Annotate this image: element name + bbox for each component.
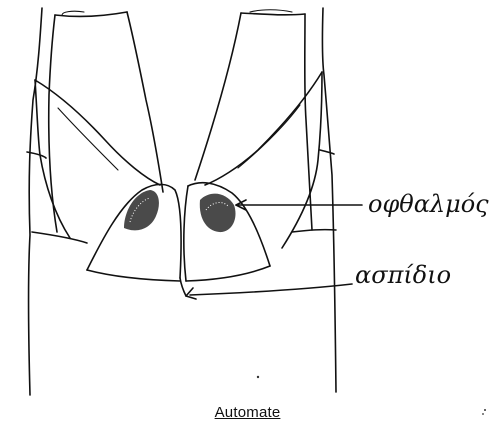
body-outline (29, 8, 337, 395)
speck-mark (257, 376, 259, 378)
left-appendage (27, 11, 181, 281)
scutum-notch (180, 278, 186, 296)
scutum-leader-line (190, 284, 352, 295)
scutum-label: ασπίδιο (355, 261, 451, 289)
eye-label: οφθαλμός (368, 190, 489, 218)
right-appendage (184, 10, 336, 281)
left-eye (124, 190, 159, 230)
figure-caption: Automate (0, 404, 495, 421)
right-eye (200, 194, 236, 232)
scutum-leader-arrowhead (186, 288, 196, 299)
